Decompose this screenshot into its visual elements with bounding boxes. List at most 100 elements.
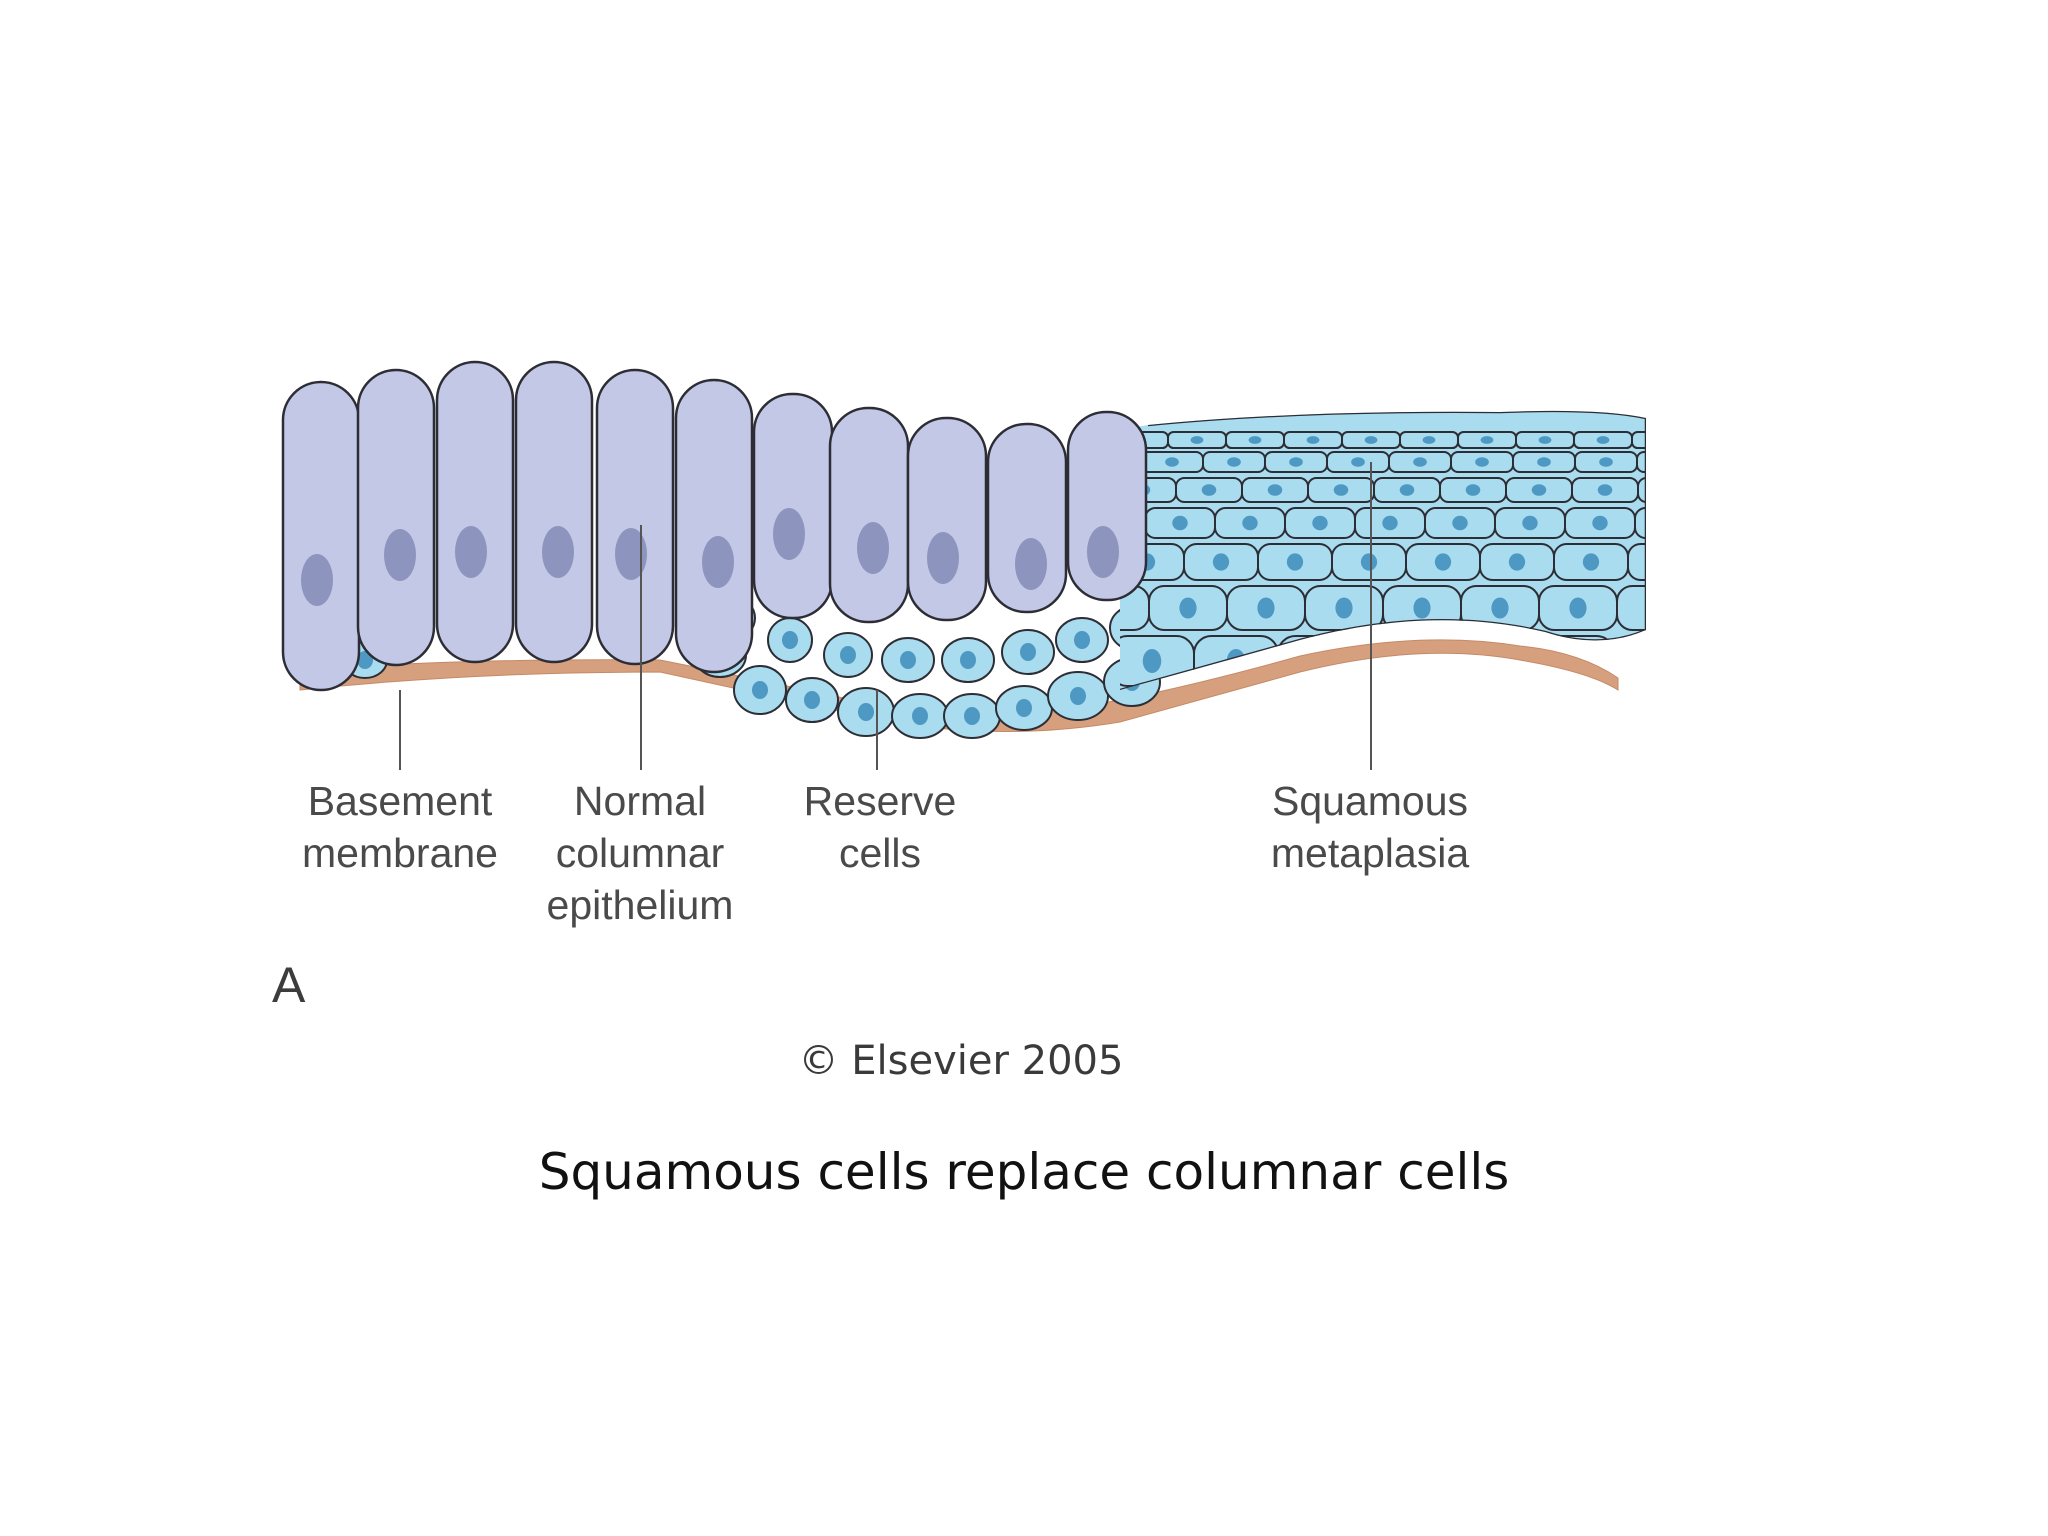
label-line: metaplasia: [1270, 830, 1470, 876]
reserve-cell-nucleus: [858, 703, 874, 721]
columnar-cell-nucleus: [455, 526, 487, 578]
squamous-cell-nucleus: [1312, 515, 1328, 531]
squamous-cell-nucleus: [1413, 457, 1427, 467]
squamous-cell-nucleus: [1257, 597, 1275, 619]
squamous-cell-nucleus: [1569, 597, 1587, 619]
squamous-cell: [1636, 451, 1646, 473]
squamous-cell-nucleus: [1227, 457, 1241, 467]
label-line: membrane: [302, 830, 498, 876]
columnar-cell: [906, 416, 988, 622]
squamous-cell-nucleus: [1522, 515, 1538, 531]
squamous-cell-nucleus: [1597, 484, 1613, 496]
reserve-cell-nucleus: [1074, 631, 1090, 649]
label-reserve-cells: Reserve cells: [770, 775, 990, 879]
columnar-cell-nucleus: [857, 522, 889, 574]
reserve-cell-nucleus: [964, 707, 980, 725]
squamous-cell-nucleus: [1190, 436, 1204, 444]
reserve-cell-nucleus: [357, 651, 373, 669]
squamous-cell-nucleus: [1596, 436, 1610, 444]
squamous-cell-nucleus: [1267, 484, 1283, 496]
caption: Squamous cells replace columnar cells: [538, 1143, 1510, 1201]
columnar-cell: [752, 392, 834, 620]
reserve-cell-nucleus: [840, 646, 856, 664]
columnar-cell: [595, 368, 675, 666]
squamous-cell-nucleus: [1242, 515, 1258, 531]
squamous-cell: [1627, 543, 1646, 581]
label-line: Normal: [573, 778, 707, 824]
squamous-cell-nucleus: [1248, 436, 1262, 444]
label-squamous-metaplasia: Squamous metaplasia: [1230, 775, 1510, 879]
reserve-cell-nucleus: [1070, 687, 1086, 705]
columnar-cell-nucleus: [1087, 526, 1119, 578]
squamous-cell-nucleus: [1531, 484, 1547, 496]
columnar-cell: [674, 378, 754, 674]
label-line: Reserve: [803, 778, 957, 824]
reserve-cell-nucleus: [912, 707, 928, 725]
squamous-cell-nucleus: [1399, 484, 1415, 496]
columnar-cell-nucleus: [301, 554, 333, 606]
columnar-cell: [828, 406, 910, 624]
squamous-cell-nucleus: [1413, 597, 1431, 619]
squamous-cell-nucleus: [1452, 515, 1468, 531]
squamous-cell-nucleus: [1165, 457, 1179, 467]
squamous-cell-nucleus: [1333, 484, 1349, 496]
squamous-cell: [1631, 431, 1646, 449]
squamous-cell-nucleus: [1647, 597, 1664, 618]
squamous-cell-nucleus: [1226, 649, 1246, 673]
copyright-notice: © Elsevier 2005: [798, 1038, 1124, 1084]
squamous-cell-nucleus: [1491, 597, 1509, 619]
reserve-cell-nucleus: [782, 631, 798, 649]
label-line: epithelium: [546, 882, 734, 928]
squamous-cell-nucleus: [1664, 484, 1679, 496]
reserve-cell-nucleus: [1016, 699, 1032, 717]
squamous-cell: [1637, 477, 1646, 503]
squamous-cell-nucleus: [1662, 516, 1677, 530]
columnar-cell-nucleus: [927, 532, 959, 584]
reserve-cell-nucleus: [960, 651, 976, 669]
columnar-cell-nucleus: [702, 536, 734, 588]
squamous-cell-nucleus: [1655, 436, 1668, 444]
panel-letter: A: [272, 957, 306, 1013]
label-line: Basement: [307, 778, 493, 824]
squamous-cell-nucleus: [1480, 436, 1494, 444]
squamous-cell-nucleus: [1538, 436, 1552, 444]
label-line: columnar: [555, 830, 725, 876]
squamous-cell-nucleus: [1475, 457, 1489, 467]
label-normal-columnar-epithelium: Normal columnar epithelium: [520, 775, 760, 931]
squamous-cell-nucleus: [1422, 436, 1436, 444]
columnar-cell: [435, 360, 515, 664]
squamous-cell: [1613, 635, 1646, 687]
columnar-cells: [281, 360, 1148, 692]
squamous-cell-nucleus: [1592, 515, 1608, 531]
squamous-cell-nucleus: [1286, 553, 1304, 571]
columnar-cell-nucleus: [773, 508, 805, 560]
squamous-cell-nucleus: [1599, 457, 1613, 467]
squamous-cell-nucleus: [1382, 515, 1398, 531]
reserve-cell-nucleus: [752, 681, 768, 699]
columnar-cell-nucleus: [1015, 538, 1047, 590]
squamous-cell: [1616, 585, 1646, 631]
squamous-cell-nucleus: [1172, 515, 1188, 531]
squamous-cell-nucleus: [1289, 457, 1303, 467]
squamous-cell-nucleus: [1335, 597, 1353, 619]
columnar-cell: [281, 380, 361, 692]
reserve-cell-nucleus: [900, 651, 916, 669]
squamous-cell-nucleus: [1351, 457, 1365, 467]
squamous-cell: [1634, 507, 1646, 539]
squamous-cell-nucleus: [1647, 649, 1665, 673]
squamous-cell-nucleus: [1364, 436, 1378, 444]
squamous-cell-nucleus: [1201, 484, 1217, 496]
reserve-cell-nucleus: [1020, 643, 1036, 661]
label-line: Squamous: [1271, 778, 1468, 824]
label-line: cells: [838, 830, 922, 876]
columnar-cell: [514, 360, 594, 664]
columnar-cell-nucleus: [615, 528, 647, 580]
label-basement-membrane: Basement membrane: [270, 775, 530, 879]
columnar-cell: [356, 368, 436, 667]
squamous-cell-nucleus: [1508, 553, 1526, 571]
squamous-cell-nucleus: [1465, 484, 1481, 496]
squamous-cell-nucleus: [1306, 436, 1320, 444]
squamous-cell-nucleus: [1582, 553, 1600, 571]
squamous-cell-nucleus: [1179, 597, 1197, 619]
